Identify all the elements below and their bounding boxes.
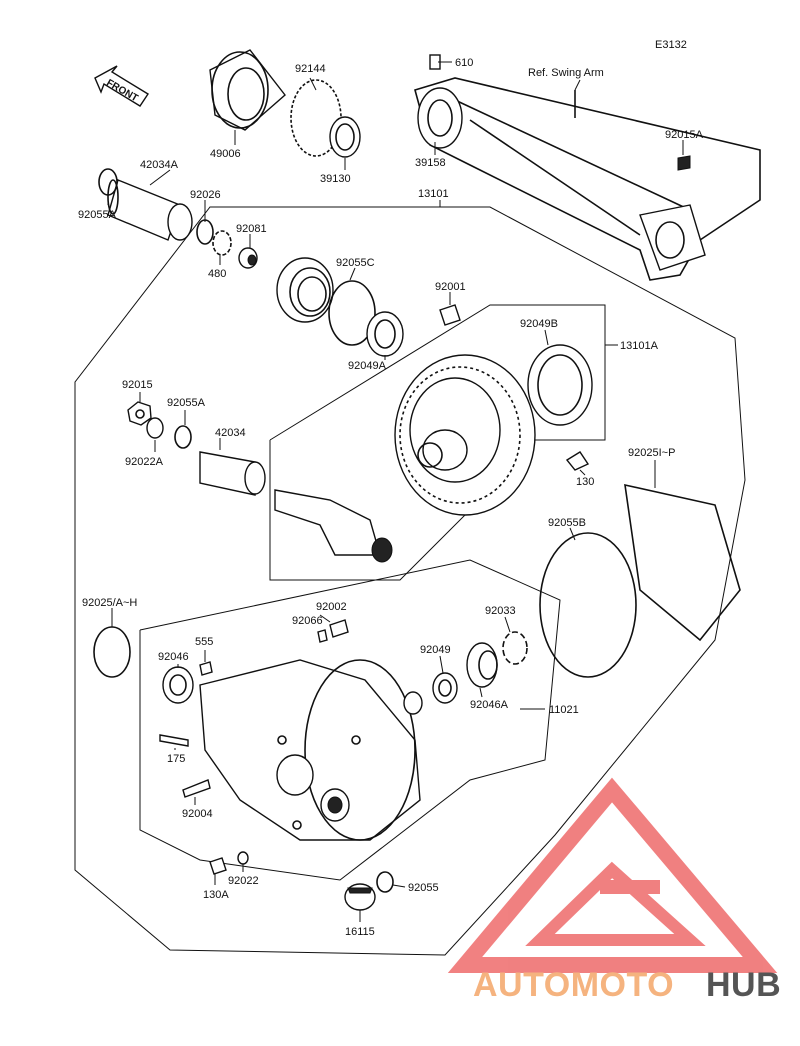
assembly-outlines [74, 206, 746, 956]
part-92002-bolt [329, 619, 349, 638]
label-130: 130 [576, 476, 594, 488]
front-arrow-icon: FRONT [94, 65, 149, 107]
part-92025AH-shim [93, 626, 131, 678]
label-92026: 92026 [190, 189, 221, 201]
label-42034A: 42034A [140, 159, 179, 171]
label-ref-swing-arm: Ref. Swing Arm [528, 67, 604, 79]
label-92055A-top: 92055A [78, 209, 117, 221]
label-42034: 42034 [215, 427, 246, 439]
part-92055A-oring-mid [174, 425, 192, 449]
part-92004-bolt [182, 779, 211, 798]
part-92055-oring [376, 871, 394, 893]
part-labels: 610 92144 49006 39130 39158 Ref. Swing A… [78, 57, 704, 938]
label-92049A: 92049A [348, 360, 387, 372]
label-92002: 92002 [316, 601, 347, 613]
part-42034-bearing [199, 451, 266, 496]
watermark-logo-icon [447, 777, 778, 973]
label-92055A-mid: 92055A [167, 397, 206, 409]
part-92055B-oring [539, 532, 637, 678]
part-555-pin [199, 661, 213, 676]
watermark-brand-part1: AUTOMOTO [473, 966, 674, 1004]
label-39158: 39158 [415, 157, 446, 169]
part-92081-spring [238, 247, 258, 269]
label-92055: 92055 [408, 882, 439, 894]
part-92046A-bearing [466, 642, 498, 688]
label-16115: 16115 [345, 926, 375, 938]
part-92049B-seal [527, 344, 593, 426]
label-92022: 92022 [228, 875, 259, 887]
label-92046: 92046 [158, 651, 189, 663]
label-92015A: 92015A [665, 129, 704, 141]
label-92049: 92049 [420, 644, 451, 656]
label-555: 555 [195, 636, 213, 648]
label-92001: 92001 [435, 281, 466, 293]
part-pinion-gear [274, 489, 393, 563]
swing-arm-ref [414, 54, 761, 281]
leader-lines [107, 61, 684, 922]
part-11021-housing [199, 659, 421, 841]
label-39130: 39130 [320, 173, 351, 185]
label-11021: 11021 [549, 704, 579, 716]
label-92049B: 92049B [520, 318, 558, 330]
part-collar [403, 691, 423, 715]
part-92025IP-gasket [624, 483, 741, 642]
label-49006: 49006 [210, 148, 241, 160]
part-130A-bolt [209, 857, 227, 875]
label-92022A: 92022A [125, 456, 164, 468]
label-92081: 92081 [236, 223, 267, 235]
part-92015-nut [127, 401, 152, 426]
label-130A: 130A [203, 889, 229, 901]
label-92144: 92144 [295, 63, 326, 75]
label-92025IP: 92025I~P [628, 447, 675, 459]
label-92055C: 92055C [336, 257, 375, 269]
label-480: 480 [208, 268, 226, 280]
part-16115-cap [344, 883, 376, 911]
label-92055B: 92055B [548, 517, 586, 529]
label-13101: 13101 [418, 188, 449, 200]
label-92025AH: 92025/A~H [82, 597, 137, 609]
watermark-brand-part2: HUB [706, 966, 781, 1004]
label-92033: 92033 [485, 605, 516, 617]
part-39130-ring [329, 116, 361, 158]
part-92049A-seal [366, 311, 404, 357]
label-175: 175 [167, 753, 185, 765]
part-92055C-seal-assembly [276, 257, 334, 323]
watermark-brand: AUTOMOTO HUB [473, 966, 781, 1004]
part-92066-pin [317, 629, 328, 643]
part-92022A-washer [146, 417, 164, 439]
part-92001-bolt [439, 304, 461, 326]
label-610: 610 [455, 57, 473, 69]
part-175-stud [159, 734, 189, 747]
label-92015: 92015 [122, 379, 153, 391]
label-13101A: 13101A [620, 340, 659, 352]
diagram-code: E3132 [655, 39, 687, 51]
label-92004: 92004 [182, 808, 213, 820]
part-92022-washer [237, 851, 249, 865]
part-92033-circlip [502, 631, 528, 665]
part-ring-gear-assembly [394, 354, 536, 516]
part-49006-bearing-holder [209, 49, 286, 131]
part-92026-ring [196, 219, 214, 245]
part-42034A-sleeve [107, 179, 193, 241]
part-130-bolt [565, 451, 590, 471]
label-92046A: 92046A [470, 699, 509, 711]
part-92049-seal [432, 672, 458, 704]
part-92055C-oring [328, 280, 376, 346]
label-92066: 92066 [292, 615, 323, 627]
part-92046-bearing [162, 666, 194, 704]
part-480-circlip [212, 230, 232, 256]
